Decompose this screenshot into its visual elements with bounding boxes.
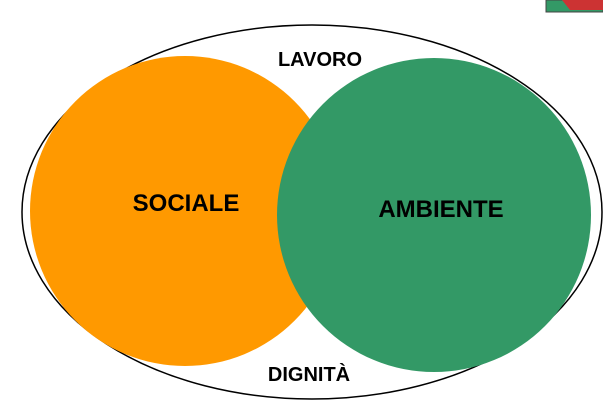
label-ambiente: AMBIENTE [378,196,503,223]
label-dignita: DIGNITÀ [268,363,350,386]
label-lavoro: LAVORO [278,49,362,71]
slide-nav-arrow-icon[interactable] [545,0,603,13]
label-sociale: SOCIALE [133,190,240,217]
circle-sociale [30,56,340,366]
circle-ambiente [277,58,591,372]
outer-ellipse [21,24,603,400]
